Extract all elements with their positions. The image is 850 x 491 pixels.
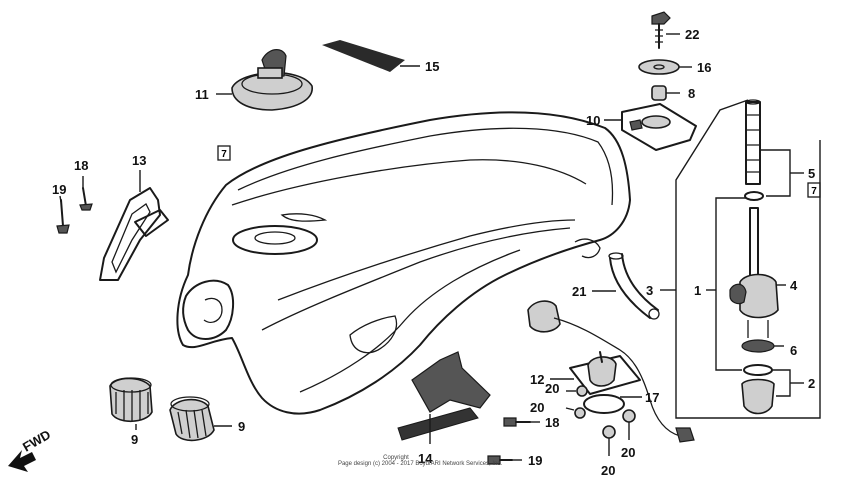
copyright-line-2: Page design (c) 2004 - 2017 Boyd/ARI Net… xyxy=(338,461,502,467)
svg-text:7: 7 xyxy=(811,186,817,197)
strainer-o-ring[interactable] xyxy=(744,191,764,201)
tank-marker: 7 xyxy=(217,145,231,161)
sediment-cup[interactable] xyxy=(741,364,775,415)
washer-16[interactable] xyxy=(638,59,680,75)
callout-3: 3 xyxy=(646,283,653,298)
callout-19-lower: 19 xyxy=(528,453,542,468)
callout-18-lower: 18 xyxy=(545,415,559,430)
bolt-22[interactable] xyxy=(651,11,671,49)
nut-20-d[interactable] xyxy=(622,409,636,423)
valve-gasket[interactable] xyxy=(741,339,775,353)
tank-cushion-rear[interactable] xyxy=(169,396,215,442)
callout-8: 8 xyxy=(688,86,695,101)
callout-9-right: 9 xyxy=(238,419,245,434)
fuel-valve-bracket-group xyxy=(675,99,821,419)
tank-cushion-front[interactable] xyxy=(109,377,153,423)
nut-20-c[interactable] xyxy=(602,425,616,439)
callout-13: 13 xyxy=(132,153,146,168)
fuel-tank[interactable] xyxy=(176,111,631,415)
callout-6: 6 xyxy=(790,343,797,358)
callout-10: 10 xyxy=(586,113,600,128)
copyright-line-1: Copyright xyxy=(383,455,409,461)
nut-20-a[interactable] xyxy=(576,385,588,397)
callout-20-c: 20 xyxy=(601,463,615,478)
callout-20-d: 20 xyxy=(621,445,635,460)
collar-8[interactable] xyxy=(651,85,667,101)
callout-17: 17 xyxy=(645,390,659,405)
bolt-18-upper[interactable] xyxy=(79,187,93,211)
callout-20-b: 20 xyxy=(530,400,544,415)
callout-14: 14 xyxy=(418,451,433,466)
fuel-sender-unit[interactable] xyxy=(527,300,695,443)
sender-gasket[interactable] xyxy=(583,394,625,414)
svg-text:7: 7 xyxy=(221,149,227,160)
callout-12: 12 xyxy=(530,372,544,387)
callout-4: 4 xyxy=(790,278,798,293)
valve-marker: 7 xyxy=(807,182,821,198)
callout-9-left: 9 xyxy=(131,432,138,447)
caution-label[interactable] xyxy=(322,40,405,72)
callout-18-upper: 18 xyxy=(74,158,88,173)
callout-20-a: 20 xyxy=(545,381,559,396)
callout-22: 22 xyxy=(685,27,699,42)
fuel-cap[interactable] xyxy=(231,49,313,111)
callout-2: 2 xyxy=(808,376,815,391)
strainer-screen[interactable] xyxy=(745,99,761,185)
bolt-18-lower[interactable] xyxy=(503,417,531,427)
mount-bracket-10[interactable] xyxy=(621,103,697,151)
screw-19-lower[interactable] xyxy=(487,455,513,465)
tank-emblem[interactable] xyxy=(397,351,491,441)
fuel-valve-body[interactable] xyxy=(729,207,779,338)
callout-16: 16 xyxy=(697,60,711,75)
fuel-hose[interactable] xyxy=(608,252,660,320)
tank-side-bracket[interactable] xyxy=(99,187,169,281)
callout-21: 21 xyxy=(572,284,586,299)
fwd-label: FWD xyxy=(20,427,53,455)
nut-20-b[interactable] xyxy=(574,407,586,419)
screw-19-left[interactable] xyxy=(56,199,70,234)
callout-5: 5 xyxy=(808,166,815,181)
callout-15: 15 xyxy=(425,59,439,74)
callout-19-left: 19 xyxy=(52,182,66,197)
callout-1: 1 xyxy=(694,283,701,298)
callout-11: 11 xyxy=(195,87,209,102)
forward-arrow-icon xyxy=(8,450,36,472)
